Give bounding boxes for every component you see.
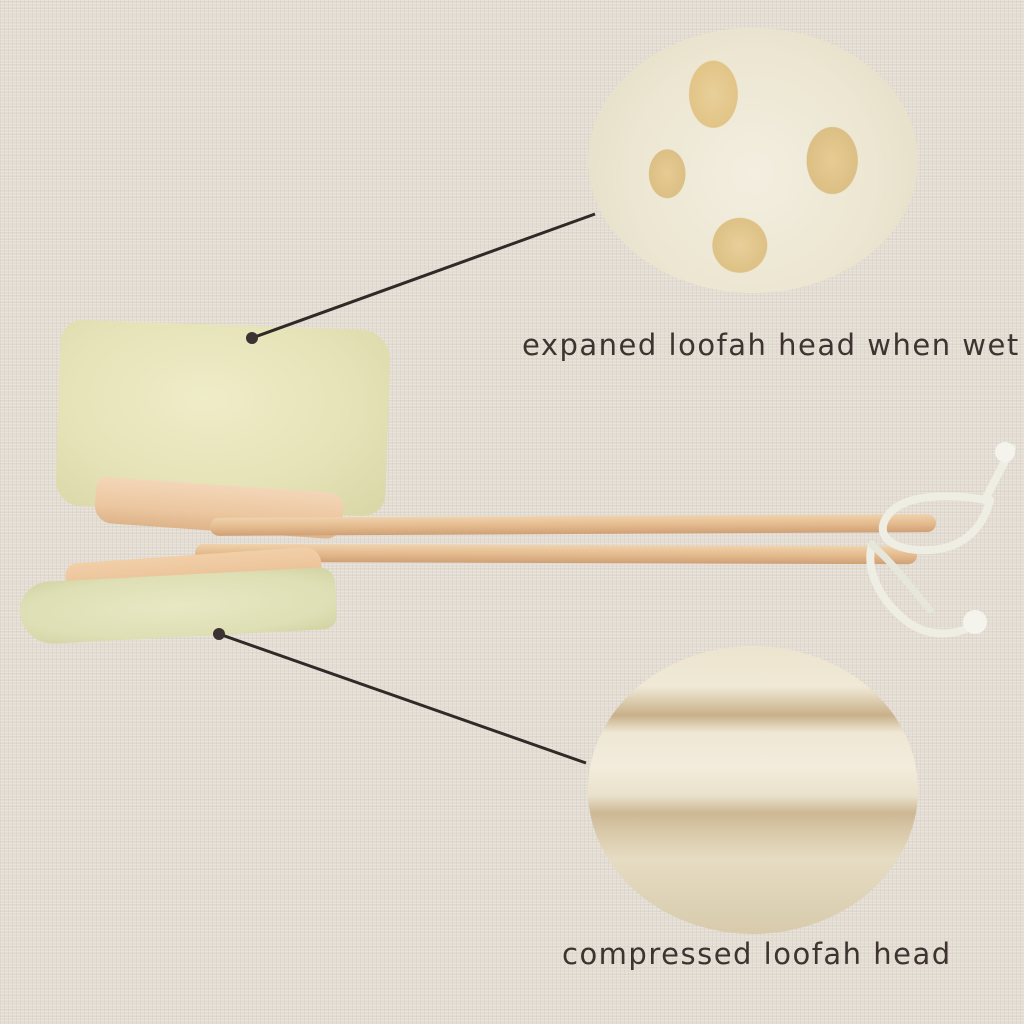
compressed-loofah-label: compressed loofah head (562, 937, 952, 971)
compressed-loofah-closeup-image (588, 646, 918, 934)
compressed-callout-line (218, 632, 587, 765)
wet-callout-line (251, 212, 596, 340)
top-wooden-handle (209, 514, 937, 536)
wet-loofah-closeup-image (588, 28, 918, 293)
wet-loofah-label: expaned loofah head when wet (522, 328, 1020, 362)
